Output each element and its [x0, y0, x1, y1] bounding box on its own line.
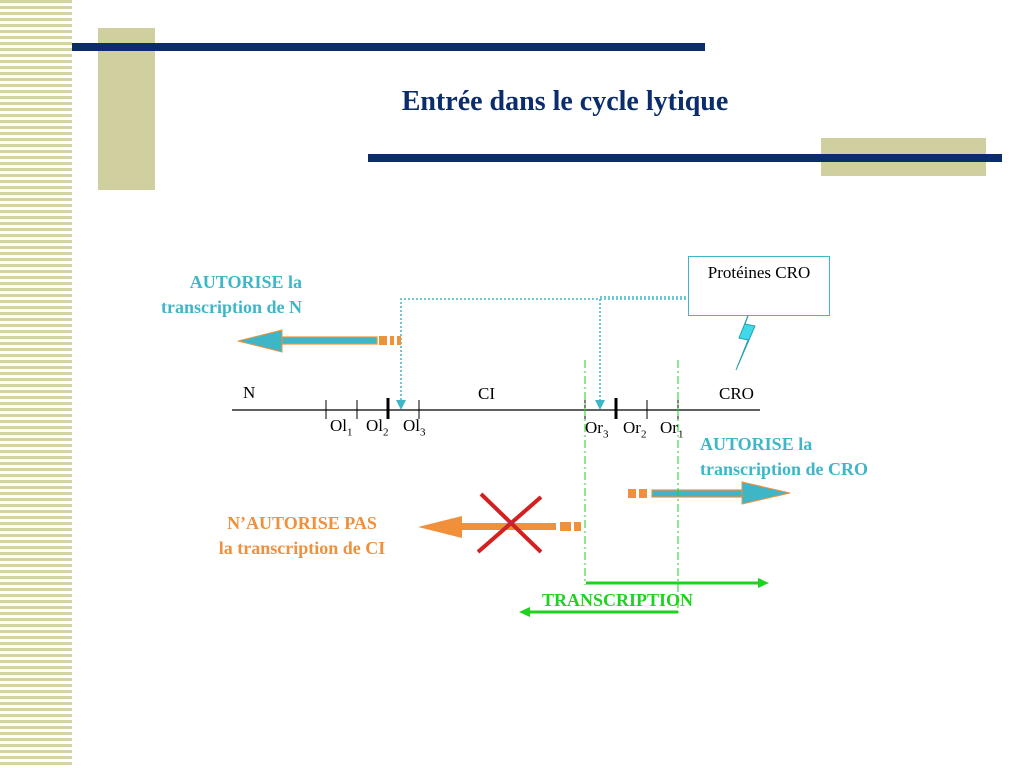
- gene-label-n: N: [243, 383, 256, 402]
- connector-to-ol: [400, 298, 694, 405]
- operator-ol2: Ol2: [366, 416, 389, 439]
- gene-label-ci: CI: [478, 384, 495, 403]
- arrow-transcription-n: [237, 329, 401, 353]
- title-bar-bottom: [368, 154, 1002, 162]
- decorative-stripes: [0, 0, 72, 768]
- decorative-block-left: [98, 28, 155, 190]
- transcription-arrow-left: [519, 607, 678, 617]
- red-cross-icon: [476, 492, 543, 554]
- operator-or3: Or3: [585, 418, 609, 441]
- transcription-label: TRANSCRIPTION: [542, 590, 694, 610]
- allow-n-line2: transcription de N: [161, 297, 302, 317]
- operator-or1: Or1: [660, 418, 684, 441]
- operator-ol3: Ol3: [403, 416, 426, 439]
- allow-cro-text: AUTORISE la transcription de CRO: [700, 432, 868, 482]
- protein-cro-label: Protéines CRO: [707, 263, 811, 282]
- connector-to-or: [599, 296, 694, 405]
- gene-label-cro: CRO: [719, 384, 754, 403]
- arrow-transcription-cro: [628, 481, 791, 505]
- allow-n-line1: AUTORISE la: [189, 272, 302, 292]
- deny-ci-text: N’AUTORISE PAS la transcription de CI: [196, 511, 408, 561]
- title-bar-top: [72, 43, 705, 51]
- lightning-bolt-icon: [735, 297, 756, 371]
- connector-arrowhead-or: [595, 400, 605, 410]
- operator-or2: Or2: [623, 418, 647, 441]
- deny-ci-line2: la transcription de CI: [218, 538, 386, 558]
- transcription-arrow-right: [586, 578, 769, 588]
- deny-ci-line1: N’AUTORISE PAS: [227, 513, 377, 533]
- allow-cro-line1: AUTORISE la: [700, 434, 813, 454]
- slide-title: Entrée dans le cycle lytique: [401, 86, 729, 117]
- allow-cro-line2: transcription de CRO: [700, 459, 868, 479]
- protein-cro-box: Protéines CRO: [688, 256, 830, 316]
- connector-arrowhead-ol: [396, 400, 406, 410]
- allow-n-text: AUTORISE la transcription de N: [120, 270, 302, 320]
- operator-ol1: Ol1: [330, 416, 353, 439]
